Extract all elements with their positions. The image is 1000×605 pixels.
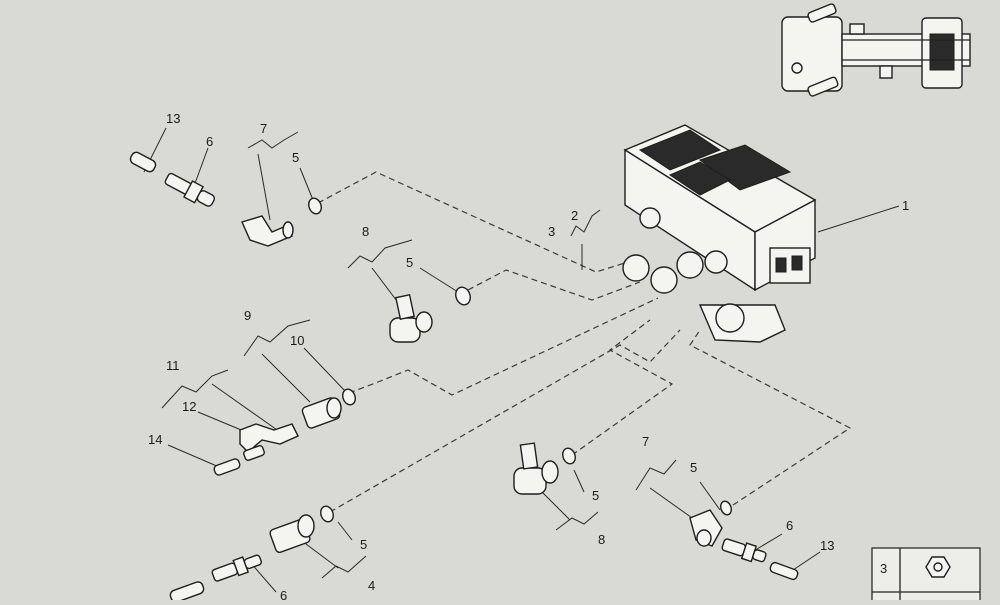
callout-8-bottom: 8 <box>598 532 605 547</box>
hardware-legend-table <box>871 547 981 605</box>
callout-5-top: 5 <box>292 150 299 165</box>
callout-6-top-left: 6 <box>206 134 213 149</box>
callout-5-bottom: 5 <box>360 537 367 552</box>
callout-6-bottom-left: 6 <box>280 588 287 600</box>
fittings <box>129 151 799 603</box>
callout-7-top: 7 <box>260 121 267 136</box>
legend-row-label: 3 <box>880 561 887 576</box>
callout-8-top: 8 <box>362 224 369 239</box>
callout-labels: 13 6 7 5 8 5 2 3 1 9 10 11 12 14 5 8 7 5… <box>148 111 909 603</box>
vehicle-location-icon <box>781 3 971 97</box>
callout-13-bottom-right: 13 <box>820 538 834 553</box>
callout-5-lower-right: 5 <box>690 460 697 475</box>
callout-10: 10 <box>290 333 304 348</box>
callout-11: 11 <box>166 358 180 373</box>
callout-5-lower-mid: 5 <box>592 488 599 503</box>
callout-12: 12 <box>182 399 196 414</box>
callout-7-bottom: 7 <box>642 434 649 449</box>
callout-9: 9 <box>244 308 251 323</box>
callout-5-mid: 5 <box>406 255 413 270</box>
callout-13-top-left: 13 <box>166 111 180 126</box>
callout-2: 2 <box>571 208 578 223</box>
callout-14: 14 <box>148 432 162 447</box>
hex-nut-icon <box>925 556 951 578</box>
valve-module <box>622 124 817 343</box>
air-line-routing <box>317 171 852 513</box>
callout-1: 1 <box>902 198 909 213</box>
callout-3: 3 <box>548 224 555 239</box>
callout-4: 4 <box>368 578 375 593</box>
callout-6-bottom-right: 6 <box>786 518 793 533</box>
seal-rings <box>308 197 732 523</box>
